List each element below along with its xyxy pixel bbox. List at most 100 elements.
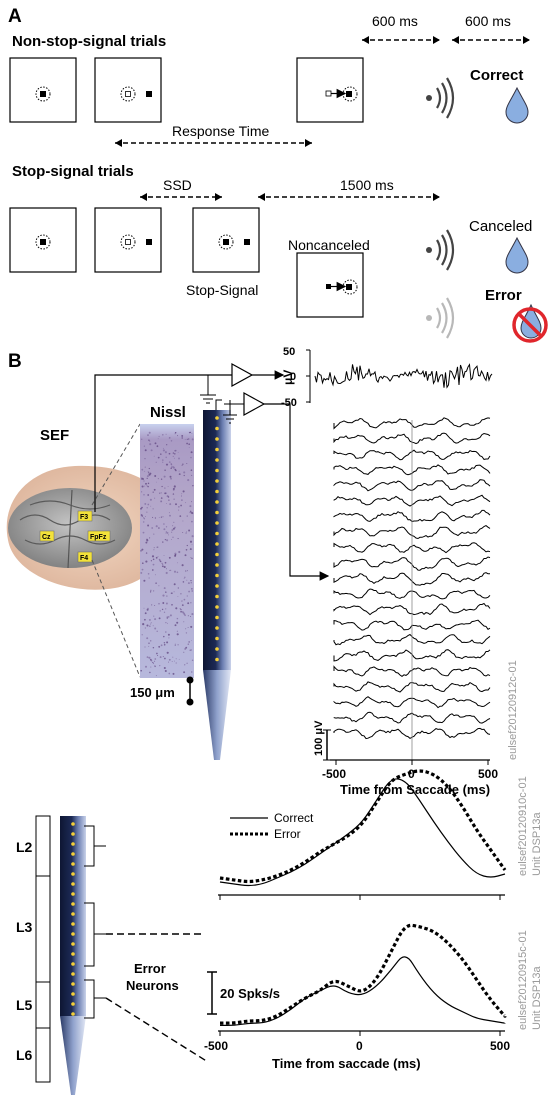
probe-contact — [71, 822, 75, 826]
probe-contact — [215, 647, 219, 651]
probe-contact — [215, 510, 219, 515]
lfp-tick-500: 500 — [478, 767, 498, 781]
stop-title: Stop-signal trials — [12, 163, 134, 180]
probe-contact — [215, 563, 219, 567]
spk-xlabel: Time from saccade (ms) — [272, 1056, 421, 1071]
probe-contact — [215, 594, 219, 599]
time-600-a: 600 ms — [372, 13, 418, 29]
lfp-trace — [333, 432, 491, 445]
probe-contact — [71, 942, 75, 946]
electrode-fpfz: FpFz — [90, 534, 107, 541]
lfp-trace — [333, 665, 491, 678]
layer-l5: L5 — [16, 997, 33, 1013]
probe-contact — [215, 657, 219, 662]
screen-noncanceled — [296, 252, 364, 318]
lfp-trace — [333, 649, 491, 662]
probe-contact — [71, 922, 75, 926]
probe-contact — [215, 552, 219, 557]
probe-contact — [215, 636, 219, 641]
screen-fixation — [9, 57, 77, 123]
spk-tick-neg500: -500 — [204, 1039, 228, 1053]
lfp-trace — [333, 727, 491, 740]
spk-tick-0: 0 — [356, 1039, 363, 1053]
screen-saccade — [296, 57, 364, 123]
lfp-traces — [333, 417, 491, 740]
lfp-scale: 100 μV — [313, 720, 325, 756]
probe-contact — [71, 982, 75, 986]
eeg-trace — [314, 363, 493, 389]
lfp-trace — [333, 494, 491, 507]
label-error: Error — [485, 287, 522, 304]
non-stop-title: Non-stop-signal trials — [12, 33, 166, 50]
panel-a-label: A — [8, 6, 22, 27]
probe-contact — [71, 962, 75, 966]
series-error — [220, 923, 507, 1025]
probe-contact — [215, 416, 219, 420]
sef-label: SEF — [40, 427, 69, 444]
probe-contact — [71, 842, 75, 846]
lfp-trace — [333, 525, 491, 540]
probe-contact — [71, 832, 75, 836]
probe-contact — [71, 932, 75, 936]
spk-scale: 20 Spks/s — [220, 986, 280, 1001]
lfp-trace — [333, 696, 491, 709]
cortical-layers: L2 L3 L5 L6 — [16, 815, 51, 1083]
lfp-id: eulsef20120912c-01 — [507, 660, 519, 760]
legend-error: Error — [274, 827, 301, 841]
lfp-trace — [333, 588, 491, 600]
probe-contact — [215, 468, 219, 473]
amplifier-lfp-icon — [243, 391, 266, 417]
legend-correct: Correct — [274, 811, 314, 825]
unit1-id: eulsef20120910c-01 — [517, 776, 529, 876]
laminar-probe-lower — [60, 816, 86, 1095]
probe-contact — [215, 521, 219, 525]
series-correct — [220, 956, 506, 1026]
lfp-trace — [333, 509, 491, 523]
lfp-trace — [333, 681, 491, 693]
layer-l3: L3 — [16, 919, 33, 935]
probe-contact — [215, 447, 219, 452]
probe-contact — [71, 972, 75, 976]
eeg-tick-neg50: -50 — [281, 397, 297, 409]
probe-contact — [215, 542, 219, 546]
label-canceled: Canceled — [469, 218, 532, 235]
probe-contact — [215, 615, 219, 620]
eeg-unit: μV — [281, 370, 295, 385]
lfp-trace — [333, 449, 491, 461]
electrode-cz: Cz — [42, 534, 51, 541]
lfp-trace — [333, 711, 491, 724]
lfp-trace — [333, 619, 491, 631]
time-600-b: 600 ms — [465, 13, 511, 29]
screen-stop-signal — [192, 207, 260, 273]
spike-chart-unit2 — [220, 923, 507, 1026]
amplifier-eeg-icon — [231, 362, 254, 388]
error-neurons-line1: Error — [134, 961, 166, 976]
unit2-name: Unit DSP13a — [531, 966, 543, 1030]
eeg-tick-0: 0 — [290, 371, 296, 383]
error-neurons-line2: Neurons — [126, 978, 179, 993]
probe-contact — [215, 479, 219, 483]
label-noncanceled: Noncanceled — [288, 237, 370, 253]
probe-contact — [71, 862, 75, 866]
electrode-f3: F3 — [80, 514, 88, 521]
probe-contact — [215, 489, 219, 494]
probe-contact — [215, 626, 219, 630]
lfp-trace — [333, 417, 491, 430]
probe-contact — [71, 1012, 75, 1016]
head-illustration: F3 Cz FpFz F4 — [6, 465, 174, 590]
lfp-trace — [333, 542, 491, 554]
probe-contact — [215, 426, 219, 431]
electrode-f4: F4 — [80, 555, 88, 562]
lfp-trace — [333, 633, 491, 646]
probe-contact — [71, 852, 75, 856]
probe-contact — [215, 531, 219, 536]
nissl-label: Nissl — [150, 404, 186, 421]
probe-contact — [71, 902, 75, 906]
probe-contact — [215, 458, 219, 462]
time-1500: 1500 ms — [340, 177, 394, 193]
scale-150-um: 150 μm — [130, 685, 175, 700]
label-ssd: SSD — [163, 177, 192, 193]
panel-b-label: B — [8, 351, 22, 372]
laminar-probe-upper — [203, 410, 231, 760]
panel-b: B SEF F3 Cz FpFz F4 Nissl — [6, 346, 543, 1095]
